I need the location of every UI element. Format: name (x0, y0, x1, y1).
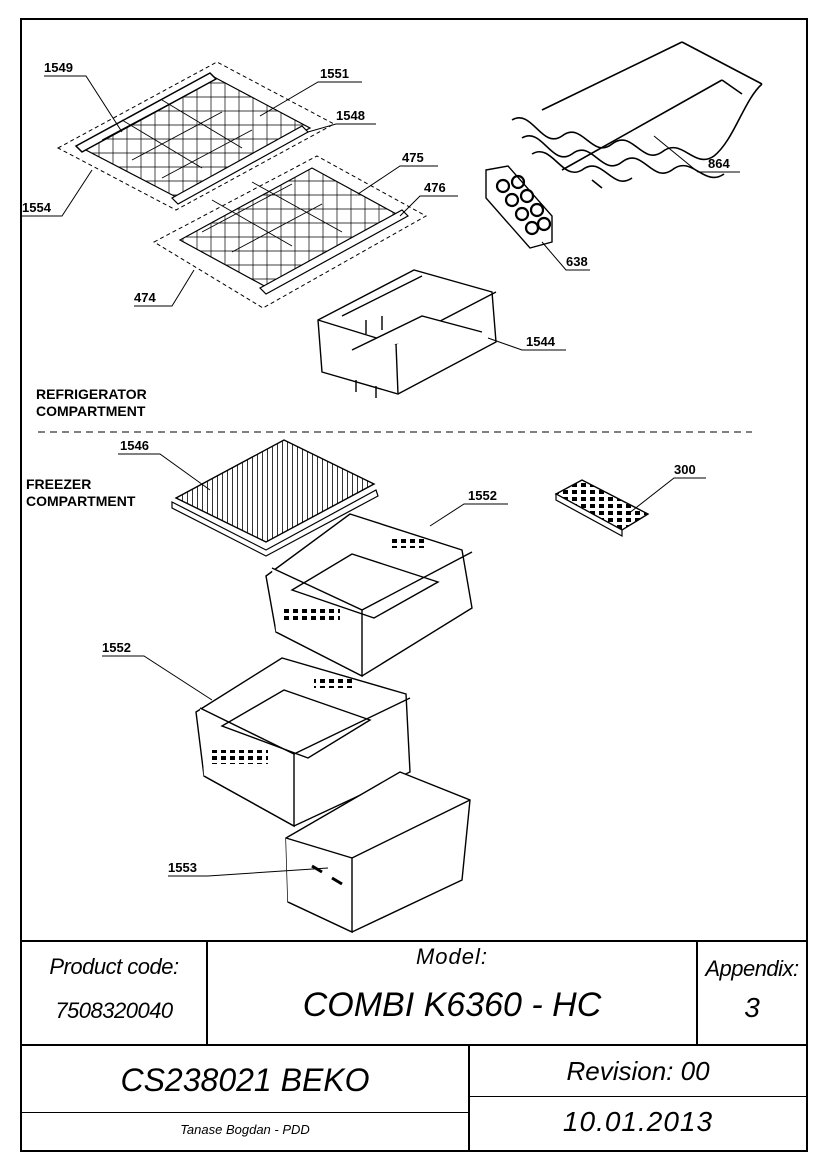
leader-1548 (307, 123, 376, 133)
part-label-1548: 1548 (336, 108, 365, 123)
refrigerator-compartment-label: REFRIGERATOR COMPARTMENT (36, 386, 147, 420)
freezer-drawer-upper (265, 513, 473, 678)
author-name: Tanase Bogdan - PDD (180, 1122, 310, 1137)
refrigerator-label-line-2: COMPARTMENT (36, 403, 146, 419)
crisper-drawer (317, 269, 497, 398)
title-block-mid-border (22, 1044, 806, 1046)
revision: Revision: 00 (566, 1056, 710, 1086)
wine-rack (511, 41, 763, 189)
title-block-top-border (22, 940, 806, 942)
part-label-475: 475 (402, 150, 424, 165)
freezer-glass-shelf (171, 439, 379, 557)
freezer-label-line-1: FREEZER (26, 476, 92, 492)
part-label-1553: 1553 (168, 860, 197, 875)
leader-864 (653, 135, 740, 173)
part-label-864: 864 (708, 156, 730, 171)
model-value: COMBI K6360 - HC (302, 986, 602, 1024)
part-label-1546: 1546 (120, 438, 149, 453)
egg-tray (485, 165, 553, 249)
document-number: CS238021 BEKO (120, 1062, 370, 1098)
leader-1553 (168, 867, 329, 877)
part-label-1552-lower: 1552 (102, 640, 131, 655)
freezer-label-line-2: COMPARTMENT (26, 493, 136, 509)
title-block-date-border (468, 1096, 806, 1097)
glass-shelf-upper (56, 61, 336, 211)
model-label: Model: (415, 944, 489, 969)
part-label-638: 638 (566, 254, 588, 269)
part-label-300: 300 (674, 462, 696, 477)
leader-1554 (22, 169, 93, 217)
freezer-compartment-label: FREEZER COMPARTMENT (26, 476, 135, 510)
appendix-value: 3 (744, 992, 760, 1023)
appendix-label: Appendix: (705, 956, 799, 981)
part-label-1544: 1544 (526, 334, 556, 349)
part-label-1549: 1549 (44, 60, 73, 75)
leader-300 (627, 477, 706, 515)
title-block-author-border (22, 1112, 468, 1113)
freezer-drawer-lower (195, 657, 411, 828)
refrigerator-label-line-1: REFRIGERATOR (36, 386, 147, 402)
leader-1546 (118, 453, 211, 491)
leader-1552b (102, 655, 213, 701)
leader-1475 (357, 165, 438, 195)
title-block-divider-3 (468, 1044, 470, 1150)
revision-date: 10.01.2013 (562, 1106, 714, 1137)
ice-cube-tray (554, 479, 650, 538)
title-block-divider-1 (206, 940, 208, 1044)
part-label-1551: 1551 (320, 66, 349, 81)
part-label-1552-upper: 1552 (468, 488, 497, 503)
leader-1551 (259, 81, 362, 117)
bottom-drawer (285, 771, 471, 934)
product-code-value: 7508320040 (55, 998, 173, 1023)
part-label-474: 474 (134, 290, 156, 305)
drawing-sheet: 1549 1551 1548 475 476 1554 474 864 638 … (20, 18, 808, 1152)
exploded-parts-drawing: 1549 1551 1548 475 476 1554 474 864 638 … (22, 41, 763, 934)
product-code-label: Product code: (49, 954, 179, 979)
leader-638 (541, 241, 590, 271)
leader-476 (399, 195, 458, 217)
leader-1552a (429, 503, 508, 527)
title-block-divider-2 (696, 940, 698, 1044)
leader-1544 (487, 337, 566, 351)
leader-474 (134, 269, 195, 307)
leader-1549 (44, 75, 123, 133)
part-label-1554: 1554 (22, 200, 52, 215)
part-label-476: 476 (424, 180, 446, 195)
